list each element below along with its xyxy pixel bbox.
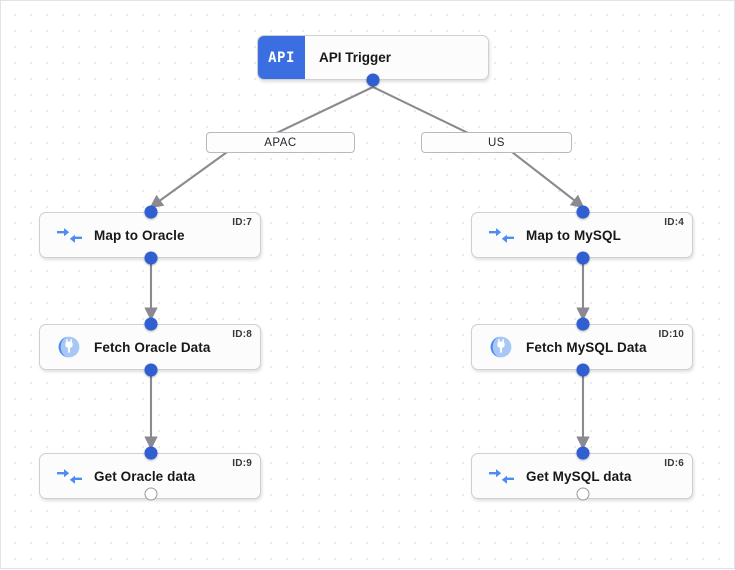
- port-input-get-mysql-data[interactable]: [576, 446, 590, 460]
- node-fetch-mysql-data[interactable]: Fetch MySQL Data ID:10: [471, 324, 693, 370]
- node-id: ID:8: [232, 329, 252, 340]
- node-title: API Trigger: [319, 50, 392, 65]
- node-id: ID:10: [658, 329, 684, 340]
- port-input-map-to-mysql[interactable]: [576, 205, 590, 219]
- node-title: Map to MySQL: [526, 227, 621, 243]
- port-output-map-to-oracle[interactable]: [144, 251, 158, 265]
- node-title: Fetch MySQL Data: [526, 339, 647, 355]
- node-title: Get Oracle data: [94, 468, 196, 484]
- branch-label-apac[interactable]: APAC: [206, 132, 355, 153]
- port-output-trigger[interactable]: [366, 73, 380, 87]
- branch-label-text: US: [488, 136, 505, 149]
- port-input-fetch-oracle-data[interactable]: [144, 317, 158, 331]
- node-title: Fetch Oracle Data: [94, 339, 211, 355]
- plug-connector-icon: [486, 334, 516, 360]
- map-transform-icon: [54, 222, 84, 248]
- api-badge-text: API: [268, 49, 295, 66]
- api-badge-icon: API: [258, 36, 305, 79]
- node-id: ID:9: [232, 458, 252, 469]
- plug-connector-icon: [54, 334, 84, 360]
- node-map-to-mysql[interactable]: Map to MySQL ID:4: [471, 212, 693, 258]
- branch-label-text: APAC: [264, 136, 297, 149]
- port-output-get-oracle-data[interactable]: [144, 487, 158, 501]
- node-fetch-oracle-data[interactable]: Fetch Oracle Data ID:8: [39, 324, 261, 370]
- node-id: ID:4: [664, 217, 684, 228]
- port-output-get-mysql-data[interactable]: [576, 487, 590, 501]
- branch-label-us[interactable]: US: [421, 132, 572, 153]
- port-output-fetch-oracle-data[interactable]: [144, 363, 158, 377]
- node-id: ID:7: [232, 217, 252, 228]
- node-title: Get MySQL data: [526, 468, 632, 484]
- port-input-fetch-mysql-data[interactable]: [576, 317, 590, 331]
- map-transform-icon: [486, 463, 516, 489]
- port-output-map-to-mysql[interactable]: [576, 251, 590, 265]
- node-title: Map to Oracle: [94, 227, 185, 243]
- map-transform-icon: [486, 222, 516, 248]
- port-input-get-oracle-data[interactable]: [144, 446, 158, 460]
- port-output-fetch-mysql-data[interactable]: [576, 363, 590, 377]
- port-input-map-to-oracle[interactable]: [144, 205, 158, 219]
- map-transform-icon: [54, 463, 84, 489]
- node-id: ID:6: [664, 458, 684, 469]
